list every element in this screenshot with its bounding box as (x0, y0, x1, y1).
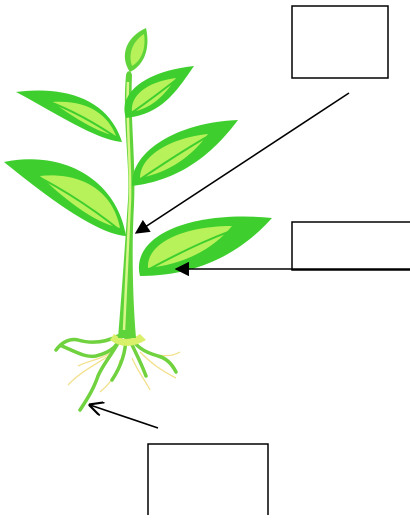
leaf-lower-left (4, 159, 126, 236)
arrow-to-roots (90, 405, 158, 428)
leaf-lower-right (139, 217, 272, 276)
label-box-bottom[interactable] (148, 444, 268, 515)
leaf-upper-left (16, 91, 122, 142)
leaf-top-bud (125, 28, 148, 72)
leaf-upper-right (124, 66, 194, 118)
roots (56, 330, 180, 410)
leaves (4, 28, 272, 276)
label-box-middle[interactable] (292, 222, 410, 270)
label-box-top[interactable] (292, 6, 388, 78)
